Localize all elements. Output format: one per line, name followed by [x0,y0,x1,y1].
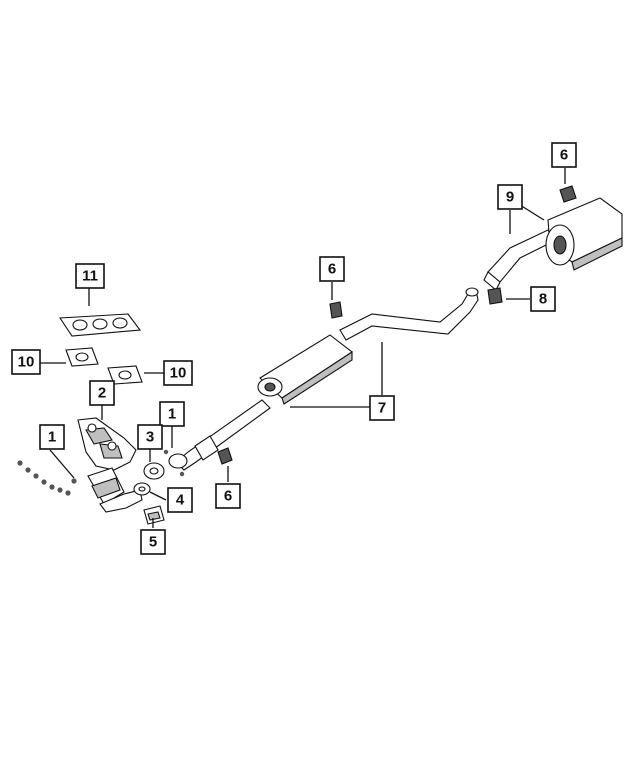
callout-7: 7 [369,395,395,421]
callout-8: 8 [530,286,556,312]
callout-6-mid: 6 [319,256,345,282]
hanger-bracket [487,287,503,305]
svg-text:11: 11 [82,268,98,285]
muffler-resonator [257,334,353,405]
callout-5: 5 [140,529,166,555]
flange-gasket-lower [133,482,151,496]
intermediate-pipe [168,399,271,471]
svg-text:2: 2 [98,385,106,402]
callout-10-left: 10 [11,349,41,375]
svg-text:6: 6 [328,261,336,278]
callout-1-flange: 1 [159,401,185,427]
leader-lines [38,168,566,528]
svg-text:1: 1 [168,406,176,423]
manifold-gasket-left [65,347,99,367]
fastener-nuts [17,449,185,496]
pipe-clamp [143,505,165,525]
svg-text:10: 10 [18,354,35,371]
flange-gasket [143,462,165,480]
hanger-isolator-front [217,447,233,465]
hanger-isolator-mid [329,301,343,319]
svg-text:4: 4 [176,492,185,509]
callout-6-rear: 6 [551,142,577,168]
callout-10-right: 10 [163,360,193,386]
callout-4: 4 [167,487,193,513]
svg-text:10: 10 [170,365,187,382]
callout-2: 2 [89,380,115,406]
hanger-isolator-rear [559,185,577,203]
callout-11: 11 [75,263,105,289]
svg-text:5: 5 [149,534,157,551]
svg-text:1: 1 [48,429,56,446]
svg-text:7: 7 [378,400,386,417]
callout-6-front: 6 [215,483,241,509]
svg-text:6: 6 [224,488,232,505]
manifold-gasket-upper [59,313,142,337]
catalytic-converter [87,467,143,513]
svg-text:6: 6 [560,147,568,164]
manifold-gasket-right [107,365,143,385]
tailpipe-section [339,287,479,341]
callout-3: 3 [137,424,163,450]
exhaust-manifold [77,417,137,471]
svg-text:3: 3 [146,429,154,446]
rear-muffler [483,197,623,291]
callout-1-manifold: 1 [39,424,65,450]
svg-text:9: 9 [506,189,514,206]
svg-text:8: 8 [539,291,547,308]
callout-9: 9 [497,184,523,210]
